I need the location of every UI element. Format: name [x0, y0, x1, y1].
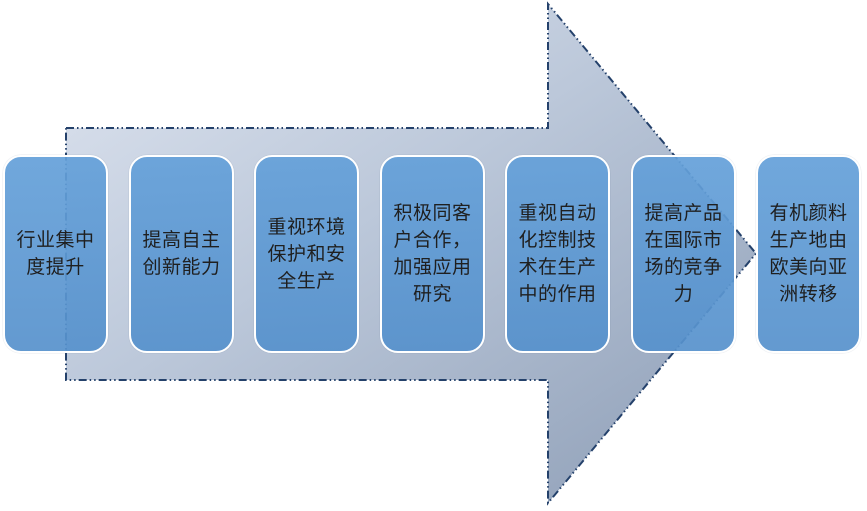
step-text: 积极同客 户合作， 加强应用 研究 — [393, 203, 472, 305]
step-text: 提高自主 创新能力 — [142, 230, 221, 278]
step-text: 重视环境 保护和安 全生产 — [267, 216, 346, 292]
step-text: 行业集中 度提升 — [16, 230, 95, 278]
step-text: 重视自动 化控制技 术在生产 中的作用 — [518, 203, 597, 305]
step-text: 提高产品 在国际市 场的竞争 力 — [644, 203, 723, 305]
step-box-customer-cooperation: 积极同客 户合作， 加强应用 研究 — [380, 155, 485, 353]
step-box-environment-safety: 重视环境 保护和安 全生产 — [254, 155, 359, 353]
step-text: 有机颜料 生产地由 欧美向亚 洲转移 — [769, 203, 848, 305]
step-box-independent-innovation: 提高自主 创新能力 — [129, 155, 234, 353]
step-box-automation-control: 重视自动 化控制技 术在生产 中的作用 — [505, 155, 610, 353]
step-box-international-competitiveness: 提高产品 在国际市 场的竞争 力 — [631, 155, 736, 353]
step-box-production-shift-to-asia: 有机颜料 生产地由 欧美向亚 洲转移 — [756, 155, 861, 353]
step-box-industry-concentration: 行业集中 度提升 — [3, 155, 108, 353]
